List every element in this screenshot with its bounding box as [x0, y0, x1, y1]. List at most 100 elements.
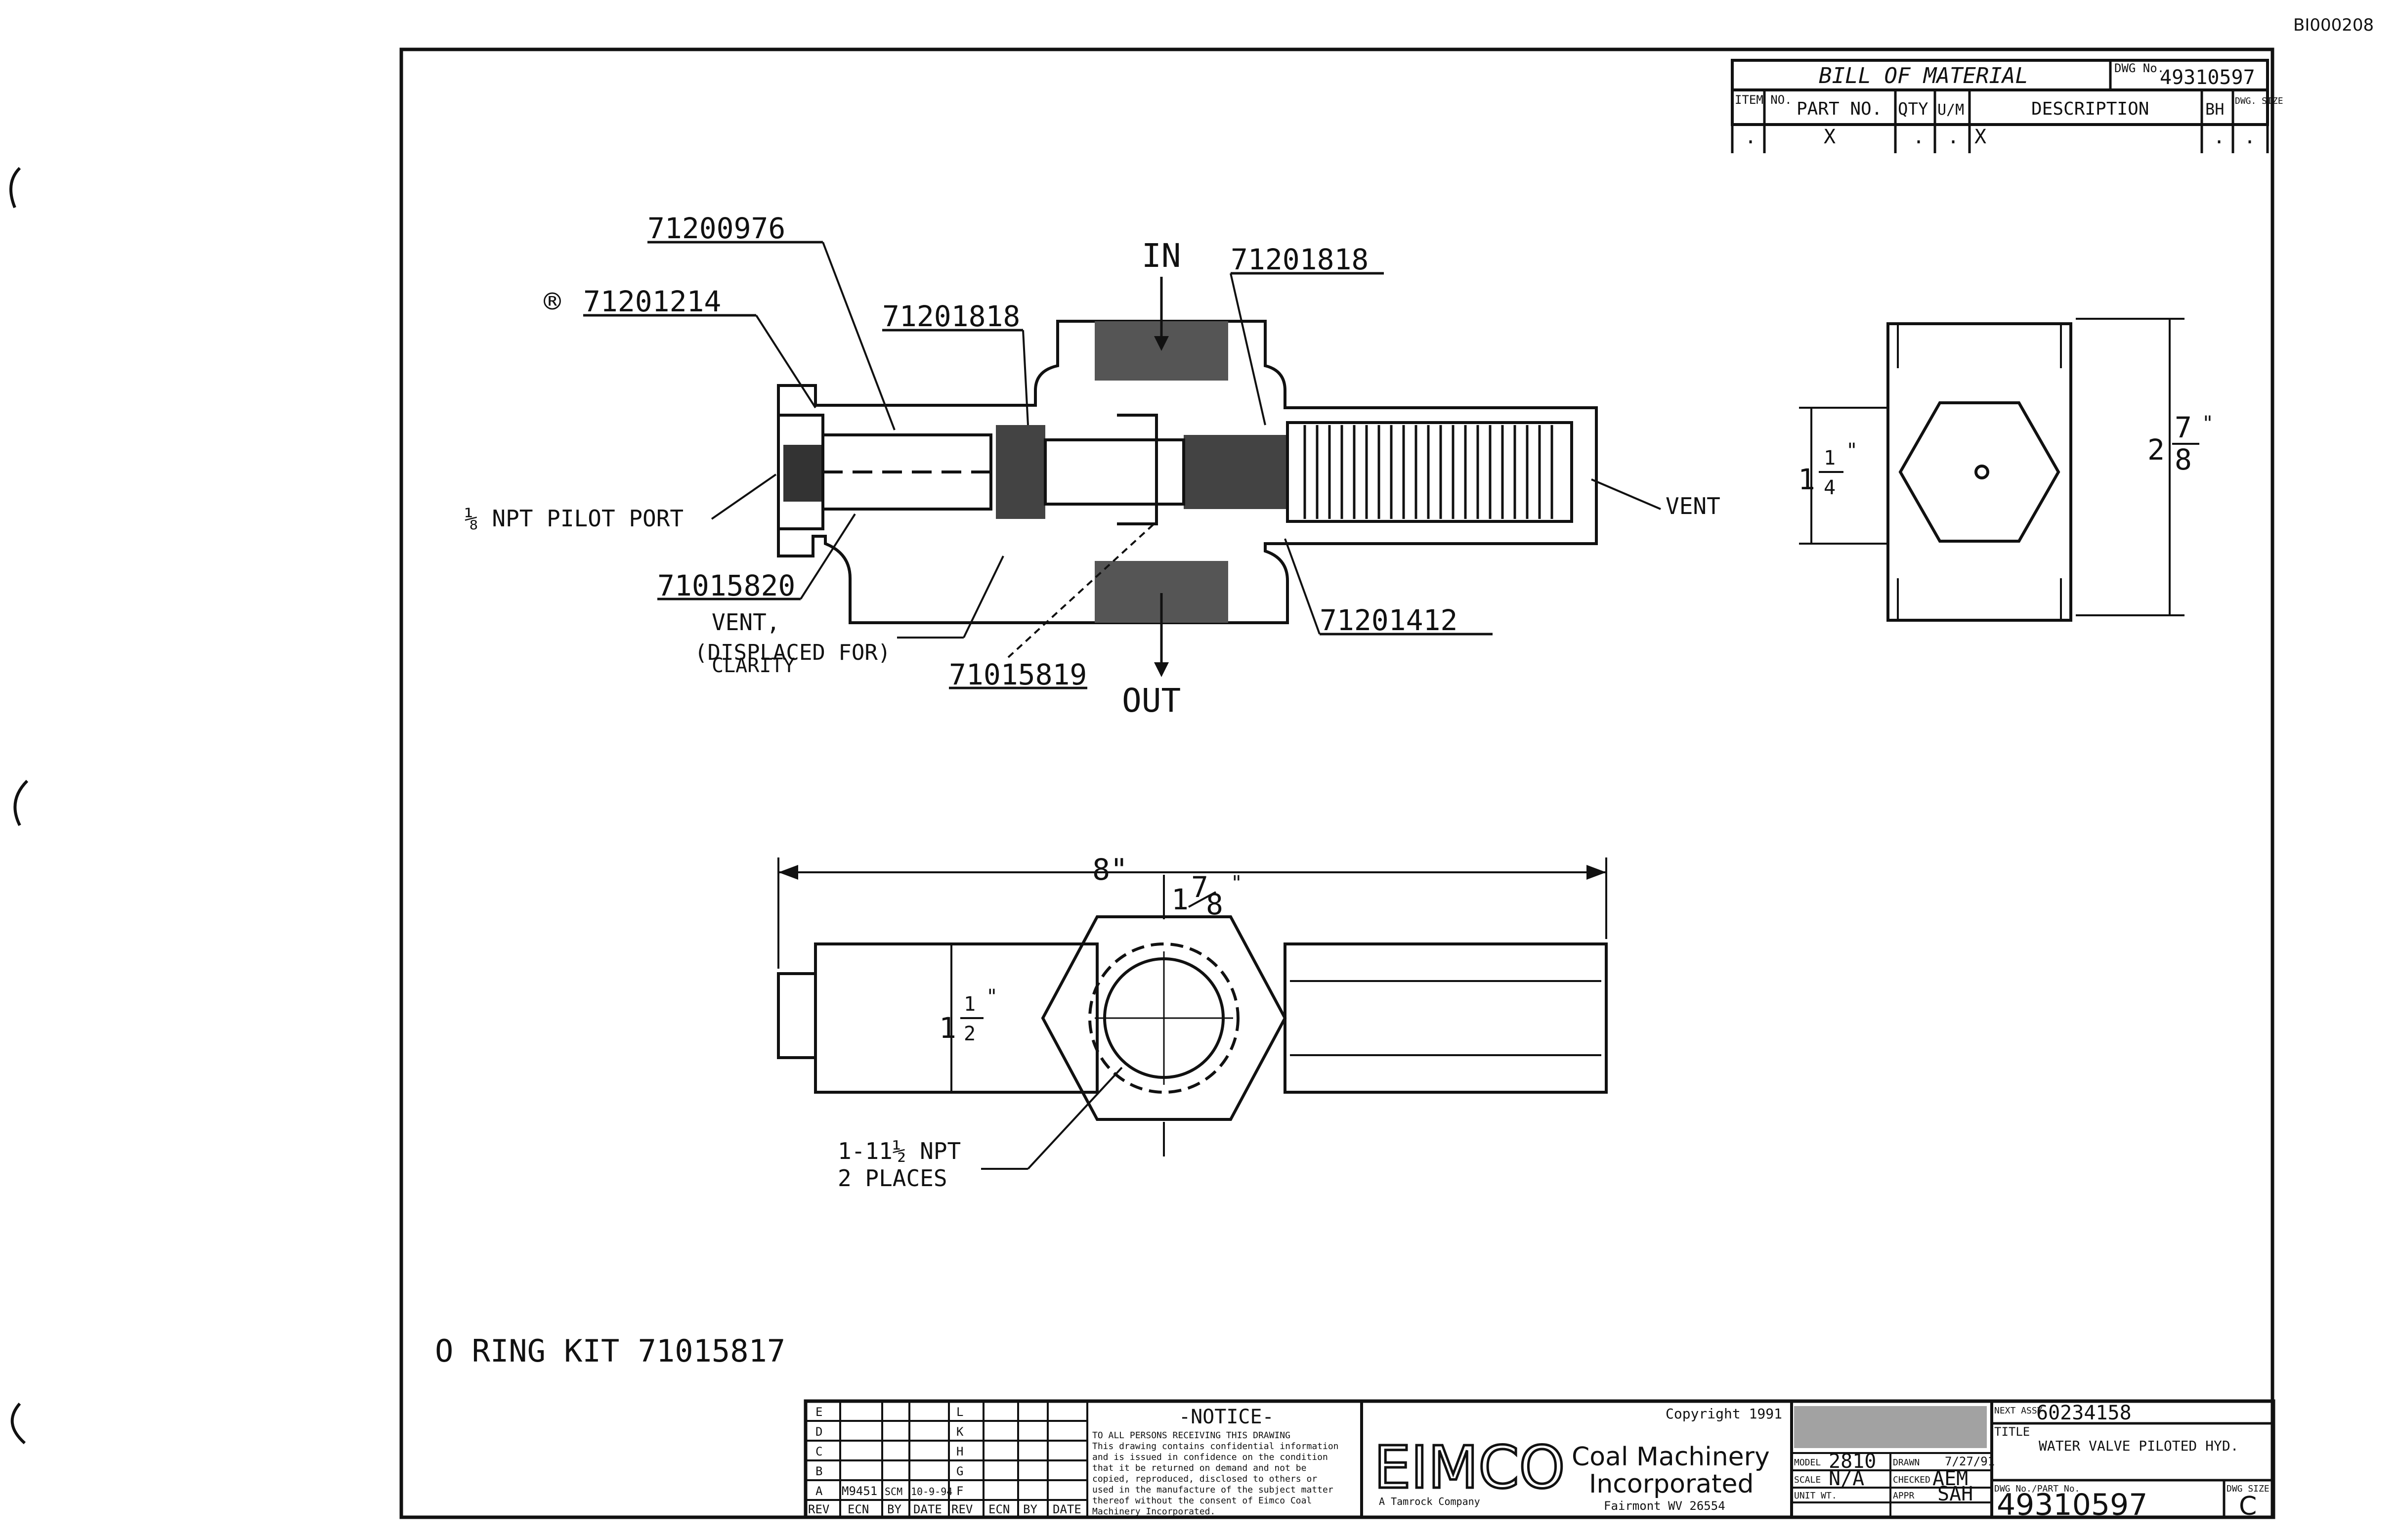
callout-71015819: 71015819	[949, 658, 1087, 691]
bom-col-description: DESCRIPTION	[2031, 99, 2149, 119]
npt-label-2: 2 PLACES	[838, 1165, 947, 1192]
callout-71201412: 71201412	[1320, 603, 1457, 637]
corner-id: BI000208	[2293, 15, 2374, 35]
label-checked: CHECKED	[1893, 1475, 1930, 1485]
end-full-num: 7	[2175, 411, 2192, 444]
hex-whole: 1	[1171, 883, 1189, 916]
port-circle	[1088, 942, 1240, 1094]
callout-71201214-mark: ®	[544, 285, 561, 318]
rev-right-l: L	[956, 1405, 963, 1419]
revision-grid	[806, 1401, 1088, 1517]
end-view-dims: 1 1 4 " 2 7 8 "	[1798, 411, 2214, 499]
notice-title: -NOTICE-	[1179, 1406, 1274, 1428]
label-appr: APPR	[1893, 1491, 1915, 1501]
oring-kit-note: O RING KIT 71015817	[435, 1333, 785, 1369]
callout-71200976: 71200976	[647, 212, 785, 245]
rev-right-g: G	[956, 1464, 963, 1478]
end-view	[1799, 318, 2184, 622]
end-full-den: 8	[2175, 443, 2192, 476]
dwg-label: DWG No./PART No.	[1994, 1484, 2080, 1494]
bom-col-item: ITEM NO.	[1735, 93, 1792, 107]
next-assy-label: NEXT ASSY.	[1994, 1406, 2048, 1416]
notice-line-4: that it be returned on demand and not be	[1092, 1463, 1306, 1473]
label-drawn: DRAWN	[1893, 1457, 1920, 1468]
end-height-den: 4	[1824, 476, 1836, 499]
label-model: MODEL	[1794, 1457, 1821, 1468]
out-label: OUT	[1122, 682, 1181, 720]
end-full-whole: 2	[2147, 433, 2165, 467]
value-checked-by: SAH	[1937, 1483, 1973, 1505]
vent-right-label: VENT	[1666, 493, 1720, 519]
notice-line-7: thereof without the consent of Eimco Coa…	[1092, 1496, 1312, 1506]
company-address: Fairmont WV 26554	[1604, 1499, 1725, 1513]
in-label: IN	[1142, 237, 1181, 275]
notice-line-8: Machinery Incorporated.	[1092, 1506, 1215, 1517]
notice-line-1: TO ALL PERSONS RECEIVING THIS DRAWING	[1092, 1430, 1290, 1441]
section-view	[777, 277, 1598, 677]
rev-left-e: E	[815, 1405, 822, 1419]
rev-h-by: BY	[887, 1502, 901, 1516]
title-block: E D C B A L K H G F M9451 SCM 10-9-94 RE…	[804, 1399, 2275, 1522]
bottom-view-dims: 8" 1 7 8 " 1 1 2 " 1-11½ NPT 2 PLACES	[838, 853, 1242, 1192]
end-height-num: 1	[1824, 447, 1836, 470]
notice-line-5: copied, reproduced, disclosed to others …	[1092, 1474, 1317, 1484]
rev-h-date2: DATE	[1053, 1502, 1081, 1516]
bom-row-qty: .	[1913, 126, 1925, 148]
logo-sub: A Tamrock Company	[1379, 1496, 1480, 1507]
value-date: 7/27/91	[1945, 1454, 1995, 1468]
notice-line-3: and is issued in confidence on the condi…	[1092, 1452, 1328, 1462]
vent-displaced-1: VENT,	[712, 609, 780, 636]
company-line-1: Coal Machinery	[1572, 1442, 1770, 1472]
rev-left-b: B	[815, 1464, 822, 1478]
callout-71201818-right: 71201818	[1231, 243, 1369, 276]
dia-den: 2	[964, 1023, 976, 1045]
bom-row-um: .	[1947, 126, 1959, 148]
end-full-unit: "	[2202, 412, 2214, 435]
bom-col-bh: BH	[2205, 100, 2225, 119]
bom-col-qty: QTY	[1898, 99, 1928, 119]
bom-row-part: X	[1824, 126, 1836, 148]
callout-71201214: 71201214	[583, 285, 721, 318]
label-unit-wt: UNIT WT.	[1794, 1491, 1837, 1501]
size-label: DWG SIZE	[2227, 1484, 2270, 1494]
bom-dwg-label: DWG No.	[2114, 61, 2164, 75]
spring-housing	[1286, 421, 1573, 523]
callout-71201818-left: 71201818	[882, 299, 1020, 333]
dia-num: 1	[964, 993, 976, 1016]
rev-left-d: D	[815, 1425, 822, 1439]
rev-h-ecn: ECN	[848, 1502, 869, 1516]
label-scale: SCALE	[1794, 1475, 1821, 1485]
callout-71015820: 71015820	[657, 569, 795, 602]
bom-row-description: X	[1974, 126, 1986, 148]
left-body	[814, 942, 1099, 1094]
drawing-title: WATER VALVE PILOTED HYD.	[2039, 1438, 2239, 1454]
dwg-size: C	[2239, 1492, 2257, 1521]
bom-row-bh: .	[2213, 126, 2225, 148]
rev-h-ecn2: ECN	[988, 1502, 1010, 1516]
next-assy: 60234158	[2036, 1402, 2132, 1424]
end-view-body	[1886, 322, 2072, 622]
rev-a-ecn: M9451	[842, 1484, 877, 1498]
npt-label-1: 1-11½ NPT	[838, 1138, 961, 1164]
piston	[821, 433, 992, 511]
section-callouts: 71200976 ® 71201214 71201818 IN 71201818…	[465, 212, 1720, 720]
rev-right-h: H	[956, 1445, 963, 1458]
rev-a-date: 10-9-94	[911, 1486, 952, 1497]
bom-row-item: .	[1745, 126, 1756, 148]
rev-right-k: K	[956, 1425, 964, 1439]
bom-col-um: U/M	[1937, 101, 1964, 119]
value-drawn-by: AEM	[1932, 1467, 1968, 1490]
bom-title: BILL OF MATERIAL	[1819, 63, 2028, 88]
copyright: Copyright 1991	[1666, 1406, 1782, 1422]
spring	[1303, 425, 1553, 519]
overall-length: 8"	[1092, 853, 1128, 887]
end-height-unit: "	[1846, 439, 1858, 462]
vent-displaced-3: CLARITY	[712, 654, 795, 677]
center-hex	[1041, 915, 1287, 1121]
bom-col-size: DWG. SIZE	[2235, 96, 2283, 106]
rev-h-rev2: REV	[951, 1502, 973, 1516]
value-model: 2810	[1829, 1450, 1876, 1473]
pilot-port-label: ⅛ NPT PILOT PORT	[465, 505, 684, 532]
value-scale: N/A	[1829, 1467, 1864, 1490]
right-body	[1284, 942, 1608, 1094]
